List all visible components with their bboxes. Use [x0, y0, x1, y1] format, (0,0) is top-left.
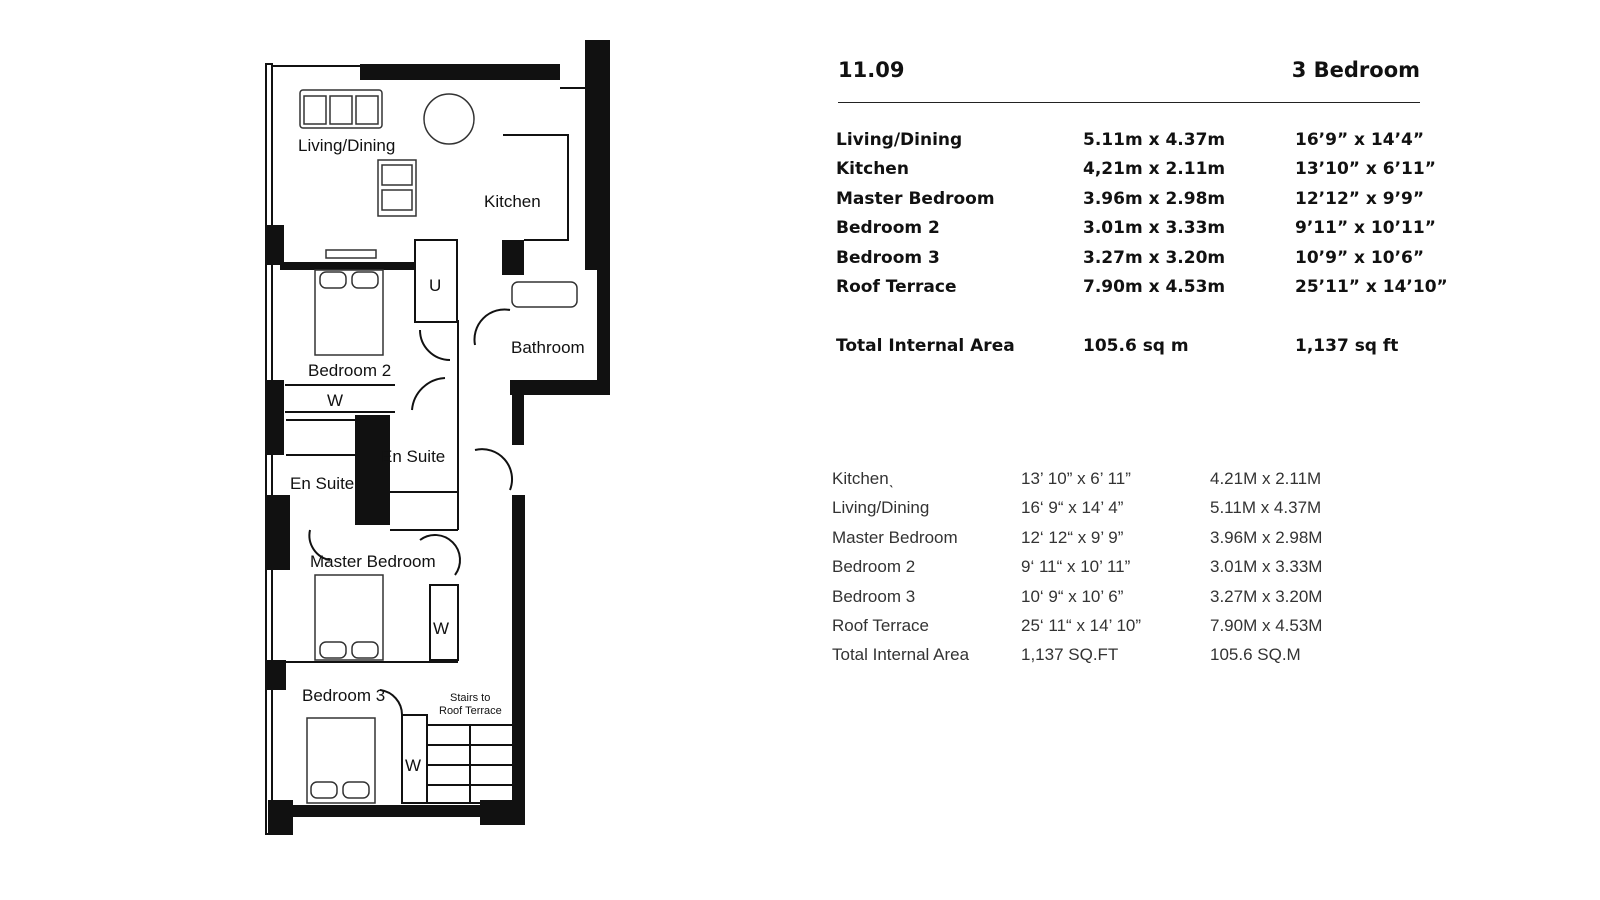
total-imperial: 1,137 sq ft [1295, 336, 1399, 356]
furniture [299, 89, 578, 804]
room-label-master-bedroom: Master Bedroom [310, 552, 436, 571]
room-metric: 7.90m x 4.53m [1083, 277, 1226, 297]
room-name: Roof Terrace [832, 616, 930, 635]
total-metric: 105.6 sq m [1083, 336, 1189, 356]
header-divider [838, 102, 1420, 103]
room-imperial: 13’ 10” x 6’ 11” [1021, 469, 1131, 488]
room-label-wardrobe-1: W [327, 391, 343, 410]
room-name: Master Bedroom [836, 188, 995, 209]
room-label-wardrobe-2: W [433, 619, 449, 638]
stairs-label-line-2: Roof Terrace [439, 705, 502, 717]
room-metric: 3.96M x 2.98M [1210, 527, 1323, 547]
room-name: Kitchen [836, 159, 909, 180]
room-metric: 3.01M x 3.33M [1210, 557, 1323, 577]
room-imperial: 9’11” x 10’11” [1295, 218, 1436, 239]
floor-plan: Living/Dining Kitchen U Bathroom Bedroom… [265, 40, 610, 835]
room-label-living: Living/Dining [298, 136, 395, 155]
room-imperial: 25’11” x 14’10” [1295, 277, 1448, 297]
room-imperial: 25‘ 11“ x 14’ 10” [1021, 616, 1142, 635]
stairs-label-line-1: Stairs to [450, 692, 490, 704]
total-label: Total Internal Area [836, 336, 1015, 356]
room-metric: 3.27M x 3.20M [1210, 586, 1323, 606]
room-name: Kitchenˎ [832, 469, 895, 488]
room-imperial: 13’10” x 6’11” [1295, 159, 1436, 180]
room-metric: 4,21m x 2.11m [1083, 159, 1226, 180]
room-label-kitchen: Kitchen [484, 192, 541, 211]
room-name: Bedroom 2 [836, 218, 940, 239]
room-label-ensuite-1: En Suite [381, 447, 445, 466]
walls [266, 40, 610, 835]
room-metric: 7.90M x 4.53M [1210, 616, 1323, 635]
room-metric: 3.27m x 3.20m [1083, 247, 1226, 268]
room-imperial: 10’9” x 10’6” [1295, 247, 1425, 268]
room-metric: 4.21M x 2.11M [1210, 469, 1322, 488]
room-metric: 105.6 SQ.M [1210, 645, 1301, 665]
room-label-bedroom-3: Bedroom 3 [302, 686, 385, 705]
room-label-bedroom-2: Bedroom 2 [308, 361, 391, 380]
room-label-utility: U [429, 276, 441, 295]
room-metric: 3.96m x 2.98m [1083, 188, 1226, 209]
room-imperial: 1,137 SQ.FT [1021, 645, 1119, 665]
room-label-ensuite-2: En Suite [290, 474, 354, 493]
room-imperial: 10‘ 9“ x 10’ 6” [1021, 586, 1124, 606]
unit-type: 3 Bedroom [1291, 58, 1420, 82]
room-name: Bedroom 3 [836, 247, 940, 268]
room-metric: 5.11M x 4.37M [1210, 498, 1322, 518]
room-label-bathroom: Bathroom [511, 338, 585, 357]
room-name: Bedroom 2 [832, 557, 916, 577]
room-name: Total Internal Area [832, 645, 970, 665]
room-name: Bedroom 3 [832, 586, 916, 606]
room-name: Roof Terrace [836, 277, 957, 297]
room-name: Living/Dining [836, 130, 963, 150]
interior-lines [265, 63, 585, 835]
room-imperial: 12’12” x 9’9” [1295, 188, 1425, 209]
room-imperial: 9‘ 11“ x 10’ 11” [1021, 557, 1131, 577]
room-metric: 3.01m x 3.33m [1083, 218, 1226, 239]
room-imperial: 16‘ 9“ x 14’ 4” [1021, 498, 1124, 518]
room-metric: 5.11m x 4.37m [1083, 130, 1226, 150]
room-label-wardrobe-3: W [405, 756, 421, 775]
unit-number: 11.09 [838, 58, 905, 82]
room-name: Master Bedroom [832, 527, 958, 547]
room-imperial: 16’9” x 14’4” [1295, 130, 1425, 150]
room-imperial: 12‘ 12“ x 9’ 9” [1021, 527, 1124, 547]
room-name: Living/Dining [832, 498, 930, 518]
